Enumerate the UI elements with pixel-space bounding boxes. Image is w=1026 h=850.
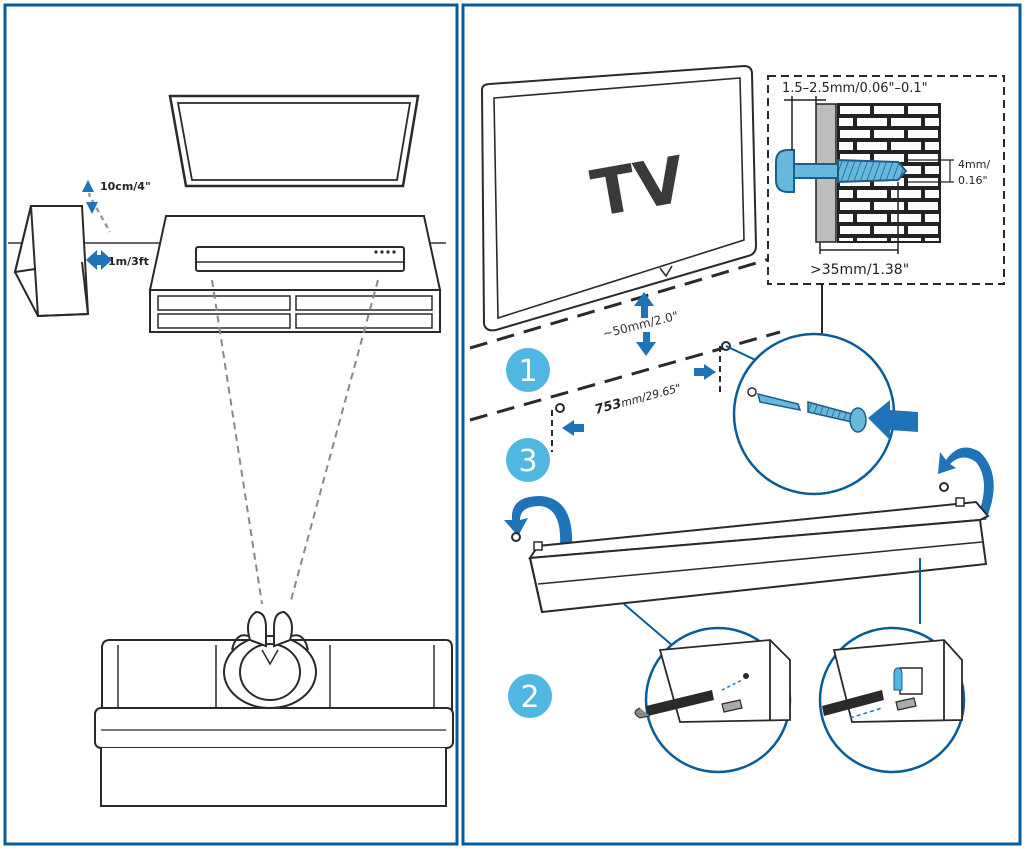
left-panel: 10cm/4" 1m/3ft [8,94,454,807]
tv-gap-arrow-down-icon [636,332,656,356]
keyhole-icon [893,667,903,691]
tv-top-view [168,94,420,188]
wall-plug-detail [725,332,918,496]
bracket-screw-icon-a [721,699,743,713]
gap-guide-line [90,199,112,233]
screw-length-label: >35mm/1.38" [810,262,909,278]
sightline-left [211,279,263,605]
tv-front-view: TV [480,64,758,332]
soundbar-front-view [528,497,990,614]
wall-thickness-label: 1.5–2.5mm/0.06"–0.1" [782,81,928,96]
bracket-detail-b [818,626,966,774]
bracket-detail-a [634,626,792,774]
svg-text:753mm/29.65": 753mm/29.65" [593,380,683,417]
wall-screw-icon [775,149,908,193]
tv-label: TV [586,143,691,232]
screw-hole-left-icon [511,532,521,542]
tv-gap-arrow-up-icon [634,292,654,318]
bracket-screw-icon-b [895,697,917,711]
step-2-badge: 2 [508,674,552,718]
svg-text:1: 1 [518,354,537,389]
step-1-badge: 1 [506,348,550,392]
subwoofer [13,205,90,318]
distance-label: 1m/3ft [108,255,149,268]
screwdriver-icon-b [822,690,884,716]
gap-arrow-up-icon [82,180,94,192]
listener-figure [223,610,317,709]
push-arrow-icon [868,400,918,440]
screw-diameter-label-2: 0.16" [958,174,988,187]
distance-arrow-icon [86,250,112,270]
rotate-arrow-right-icon [938,447,994,520]
screw-detail-box: 1.5–2.5mm/0.06"–0.1" 4mm/ 0.16" >35mm/1.… [767,75,1005,285]
soundbar-top-view [195,246,405,272]
tv-cabinet [148,215,442,333]
tv-bottom-guide-line [469,254,781,350]
mounting-screw-icon [807,401,867,433]
tv-gap-label: ~50mm/2.0" [601,309,679,341]
screw-diameter-label-1: 4mm/ [958,158,990,171]
sightline-right [289,279,379,605]
screwdriver-icon [634,690,714,719]
left-panel-frame [3,3,459,846]
left-mount-screw-icon [551,403,584,452]
rotate-arrow-left-icon [504,496,573,546]
screw-hole-right-icon [939,482,949,492]
svg-text:3: 3 [518,444,537,479]
right-panel: TV ~50mm/2.0" 1.5–2.5mm/0.06"–0.1" [469,64,1005,774]
wall-plug-icon [747,387,802,411]
hole-spacing-label: 753mm/29.65" [593,380,683,418]
gap-label: 10cm/4" [100,180,151,193]
step-3-badge: 3 [506,438,550,482]
sofa [94,639,454,807]
right-panel-frame [461,3,1022,846]
bracket-leader-left [623,603,681,653]
svg-text:2: 2 [520,680,539,715]
gap-arrow-down-icon [86,202,98,214]
right-mount-screw-icon [694,341,731,392]
